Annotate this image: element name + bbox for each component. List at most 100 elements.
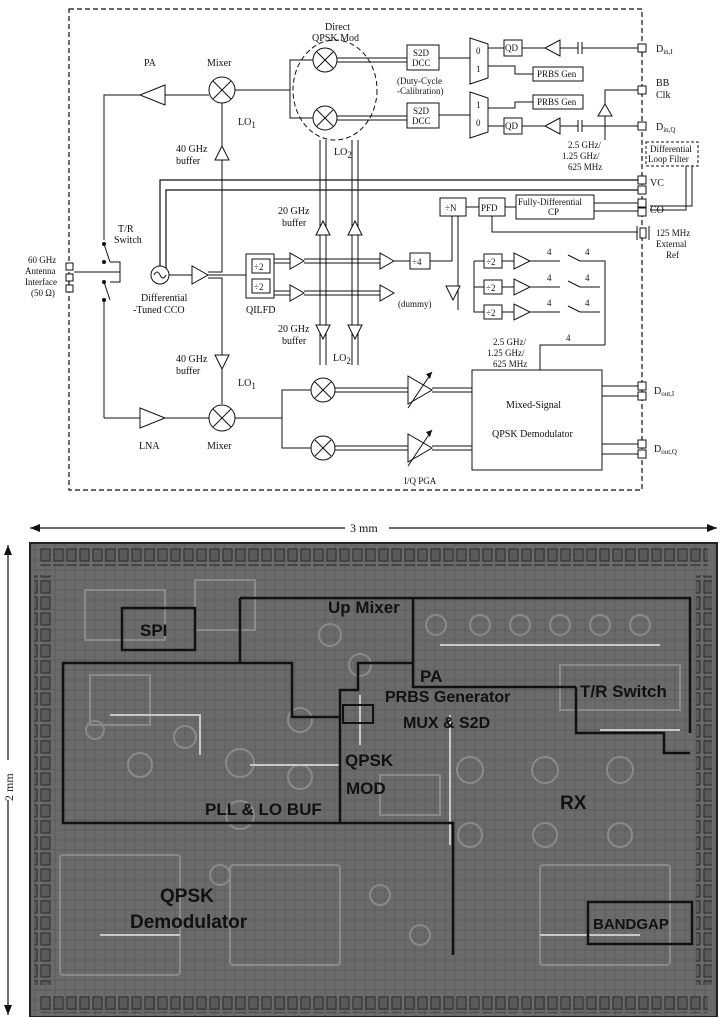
s2d-dcc-q-label-2: DCC [412, 116, 431, 126]
bus-4-c: 4 [547, 273, 552, 283]
mixed-signal-label: Mixed-Signal [506, 400, 561, 411]
qilfd-div2-a-label: ÷2 [254, 262, 263, 272]
bus-4-e: 4 [547, 298, 552, 308]
div2-3-label: ÷2 [486, 308, 495, 318]
din-i-buffer [543, 39, 561, 57]
chip-boundary [68, 8, 643, 491]
diff-loop-filter [645, 141, 699, 167]
bandgap-label: BANDGAP [593, 916, 669, 933]
qpsk-demod-label: QPSK Demodulator [492, 429, 574, 440]
div4-label: ÷4 [412, 257, 422, 267]
mux-q-0: 0 [476, 118, 481, 128]
buf20-c [379, 252, 396, 270]
s2d-dcc-i-label-1: S2D [413, 48, 430, 58]
qilfd-label: QILFD [246, 305, 275, 316]
mux-i-1: 1 [476, 64, 481, 74]
width-dimension [30, 519, 717, 535]
duty-cycle-label: (Duty-Cycle-Calibration) [397, 76, 444, 96]
bus-4-a: 4 [547, 247, 552, 257]
mux-i-0: 0 [476, 46, 481, 56]
rx-qpsk-mixer-i [310, 377, 336, 403]
tr-switch-outline [574, 687, 690, 755]
pad-ring-right [696, 575, 712, 985]
width-label: 3 mm [350, 521, 378, 535]
buf20-up-2 [347, 219, 363, 236]
co-label: CO [650, 205, 664, 216]
rx-lo2-label: LO2 [333, 353, 351, 366]
s2d-dcc-q [406, 102, 440, 129]
dout-q-label: Dout,Q [654, 444, 677, 456]
qpsk-demod-label-2: Demodulator [130, 912, 248, 933]
qilfd-div2-a [251, 258, 271, 274]
qpsk-mixer-q [312, 105, 338, 131]
freq-rx-label: 2.5 GHz/1.25 GHz/625 MHz [487, 337, 527, 369]
pa-label-chip: PA [420, 667, 442, 686]
antenna-pad-1 [65, 262, 74, 271]
spi-label: SPI [140, 621, 167, 640]
die [29, 542, 718, 1017]
pad-dout-q-b [637, 449, 647, 459]
crystal-icon [639, 227, 647, 239]
div2-chain: ÷2 ÷2 ÷2 [473, 252, 606, 345]
prbs-gen-label: PRBS Generator [385, 689, 510, 706]
qd-i-label: QD [505, 43, 518, 53]
din-q-buffer [543, 117, 561, 135]
buf20-up-1 [315, 219, 331, 236]
div4-out-buffer [445, 285, 461, 302]
qilfd-div2-b [251, 278, 271, 294]
buf20-a [289, 252, 306, 270]
din-i-label: Din,I [656, 44, 673, 56]
pad-din-q [637, 121, 647, 131]
tx-mixer [208, 76, 236, 104]
dummy-label: (dummy) [398, 299, 432, 309]
pad-ring-top [40, 548, 708, 566]
tr-switch-label-chip: T/R Switch [580, 682, 667, 701]
lna-label: LNA [139, 441, 160, 452]
mux-i [469, 37, 489, 85]
rx-outline [340, 821, 455, 955]
chip-micrograph: 3 mm 2 mm SPI Up Mixer [0, 519, 718, 1017]
vc-label: VC [650, 178, 664, 189]
bandgap-block [586, 900, 694, 946]
rx-40ghz-buffer [214, 354, 230, 371]
din-q-label: Din,Q [656, 122, 675, 134]
div2-2-label: ÷2 [486, 283, 495, 293]
pad-vc [637, 175, 647, 185]
buf20-down-2 [347, 324, 363, 341]
cco-oscillator-icon [150, 265, 170, 285]
qilfd-div2-b-label: ÷2 [254, 282, 263, 292]
qpsk-mod-block [342, 704, 374, 724]
qpsk-mod-label-2: MOD [346, 779, 386, 798]
mux-q [469, 91, 489, 139]
tx-lo2-label: LO2 [334, 147, 352, 160]
pad-ring-left [34, 575, 52, 985]
up-mixer-outline [240, 596, 692, 733]
bus-4-b: 4 [585, 247, 590, 257]
buf20-dummy [379, 284, 396, 302]
dout-i-label: Dout,I [654, 386, 675, 398]
lna-amplifier [139, 407, 167, 429]
up-mixer-label: Up Mixer [328, 598, 400, 617]
tx-40ghz-buffer [214, 144, 230, 161]
qpsk-mod-label-1: QPSK [345, 751, 394, 770]
cco-buffer [191, 265, 210, 285]
pa-amplifier [138, 84, 166, 106]
prbs-gen-i-label: PRBS Gen [537, 69, 577, 79]
buf20-b [289, 284, 306, 302]
pa-label: PA [144, 58, 157, 69]
fully-diff-cp [515, 194, 595, 220]
iq-pga-label: I/Q PGA [404, 476, 437, 486]
mux-s2d-label: MUX & S2D [403, 715, 490, 732]
pfd-label: PFD [481, 203, 498, 213]
s2d-dcc-q-label-1: S2D [413, 106, 430, 116]
pad-co [637, 198, 647, 208]
pad-din-i [637, 43, 647, 53]
pll-lo-buf-label: PLL & LO BUF [205, 800, 322, 819]
mixed-signal-demod [471, 369, 603, 471]
